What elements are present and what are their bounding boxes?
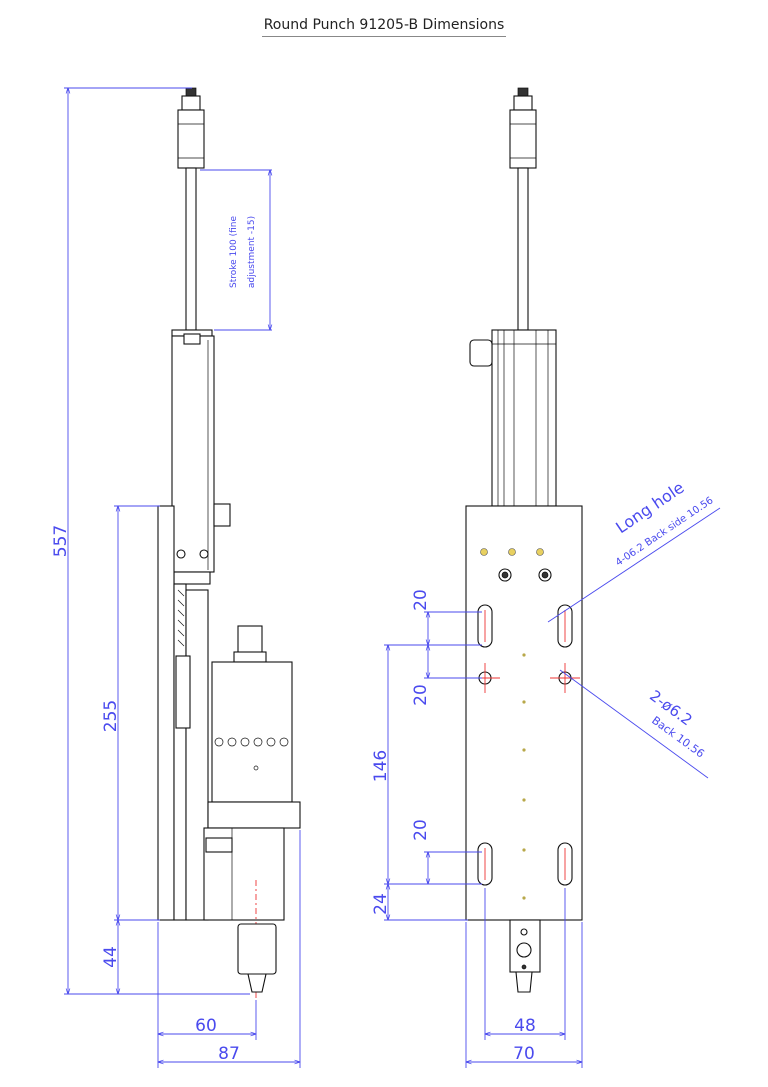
front-cylinder — [491, 329, 557, 507]
dim-front-width: 70 — [513, 1044, 535, 1064]
dim-slot-height-top: 20 — [411, 589, 431, 611]
page-title: Round Punch 91205-B Dimensions — [261, 17, 507, 37]
side-punch-holder — [237, 923, 277, 975]
side-nut — [181, 95, 201, 111]
dim-tip-height: 44 — [101, 946, 121, 968]
front-adjuster — [509, 109, 537, 169]
side-motor-vents — [214, 737, 289, 771]
side-motor-flange — [207, 801, 301, 829]
round-hole-leader — [559, 669, 709, 779]
front-rod-tip — [517, 87, 529, 97]
front-air-fitting — [469, 339, 493, 367]
side-guide — [173, 583, 187, 921]
long-hole-leader — [547, 507, 721, 623]
front-nut — [513, 95, 533, 111]
side-punch-tip — [247, 973, 267, 993]
front-top-holes — [480, 548, 552, 582]
dim-bottom-offset: 24 — [371, 893, 391, 915]
dim-side-width: 87 — [218, 1044, 240, 1064]
stroke-note-line2: adjustment -15) — [247, 216, 257, 288]
side-screw-2 — [199, 549, 209, 559]
stroke-note-line1: Stroke 100 (fine — [229, 216, 239, 288]
dim-hole-spacing: 48 — [514, 1016, 536, 1036]
front-punch-tip — [515, 971, 533, 993]
front-rod — [517, 167, 529, 331]
side-motor-body — [211, 661, 293, 803]
side-air-fitting — [213, 503, 231, 527]
front-long-holes — [477, 604, 573, 886]
dim-overall-height: 557 — [51, 525, 71, 557]
front-center-dots — [522, 653, 526, 900]
dim-slot-gap: 20 — [411, 684, 431, 706]
side-adjuster — [177, 109, 205, 169]
side-rod-tip — [185, 87, 197, 97]
dim-plate-height: 255 — [101, 700, 121, 732]
side-back-plate — [157, 505, 175, 921]
side-screw-1 — [176, 549, 186, 559]
front-view — [465, 87, 583, 993]
dim-tip-offset: 60 — [195, 1016, 217, 1036]
title-wrap: Round Punch 91205-B Dimensions — [0, 14, 768, 37]
side-spring — [177, 589, 185, 647]
dim-slot-spacing: 146 — [371, 750, 391, 782]
side-dimensions: 557 Stroke 100 (fine adjustment -15) 255… — [51, 88, 300, 1068]
dim-slot-height-bottom: 20 — [411, 819, 431, 841]
side-rod — [185, 167, 197, 331]
side-view — [157, 87, 301, 1000]
